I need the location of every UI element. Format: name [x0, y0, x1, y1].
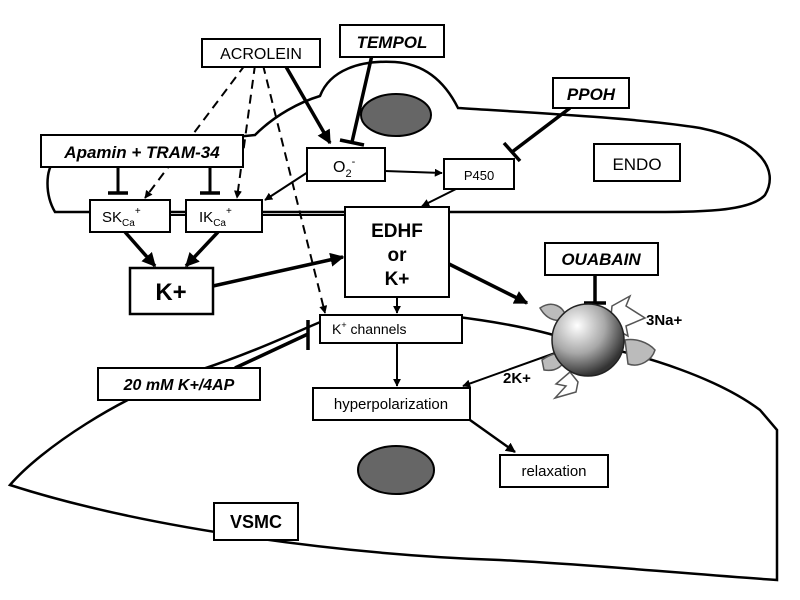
apamin-tram-label: Apamin + TRAM-34	[63, 143, 220, 162]
sk-ca-box	[89, 199, 171, 233]
tempol-label: TEMPOL	[357, 33, 428, 52]
hyperpolarization-label: hyperpolarization	[334, 396, 448, 413]
p450-label: P450	[464, 168, 494, 183]
apamin-tram-box	[40, 134, 244, 168]
p450-box	[443, 158, 515, 190]
sk-ca-label: SKCa+	[102, 206, 141, 229]
na-k-atpase-pump	[539, 294, 656, 400]
k-4ap-box	[97, 367, 261, 401]
endothelial-nucleus	[360, 93, 432, 137]
ppoh-label: PPOH	[567, 85, 616, 104]
endo-label: ENDO	[612, 155, 661, 174]
relaxation-box	[499, 454, 609, 488]
k-4ap-label: 20 mM K+/4AP	[123, 377, 235, 394]
k-plus-box	[128, 266, 215, 316]
edhf-label-line3: K+	[385, 269, 410, 290]
edhf-label-line2: or	[388, 245, 408, 266]
tempol-box	[339, 24, 445, 58]
ppoh-box	[552, 77, 630, 109]
edhf-label-line1: EDHF	[371, 221, 423, 242]
pathway-labels: ACROLEIN TEMPOL PPOH Apamin + TRAM-34 O2…	[63, 33, 682, 532]
ik-ca-box	[185, 199, 263, 233]
relaxation-label: relaxation	[521, 463, 586, 480]
vsmc-nucleus	[357, 445, 435, 495]
vsmc-label: VSMC	[230, 512, 282, 532]
superoxide-label: O2-	[333, 156, 356, 180]
ouabain-box	[544, 242, 659, 276]
k-plus-label: K+	[155, 279, 186, 306]
two-k-label: 2K+	[503, 370, 531, 387]
o2-superoxide-box	[306, 147, 386, 182]
ouabain-label: OUABAIN	[561, 250, 641, 269]
pathway-boxes	[40, 24, 681, 541]
edhf-box	[344, 206, 450, 298]
hyperpolarization-box	[312, 387, 471, 421]
k-channels-box	[319, 314, 463, 344]
three-na-label: 3Na+	[646, 312, 683, 329]
ik-ca-label: IKCa+	[199, 206, 232, 229]
pathway-connectors	[108, 54, 606, 454]
k-channels-label: K+ channels	[332, 320, 407, 337]
acrolein-label: ACROLEIN	[220, 46, 302, 63]
acrolein-box	[201, 38, 321, 68]
endo-box	[593, 143, 681, 182]
vsmc-box	[213, 502, 299, 541]
